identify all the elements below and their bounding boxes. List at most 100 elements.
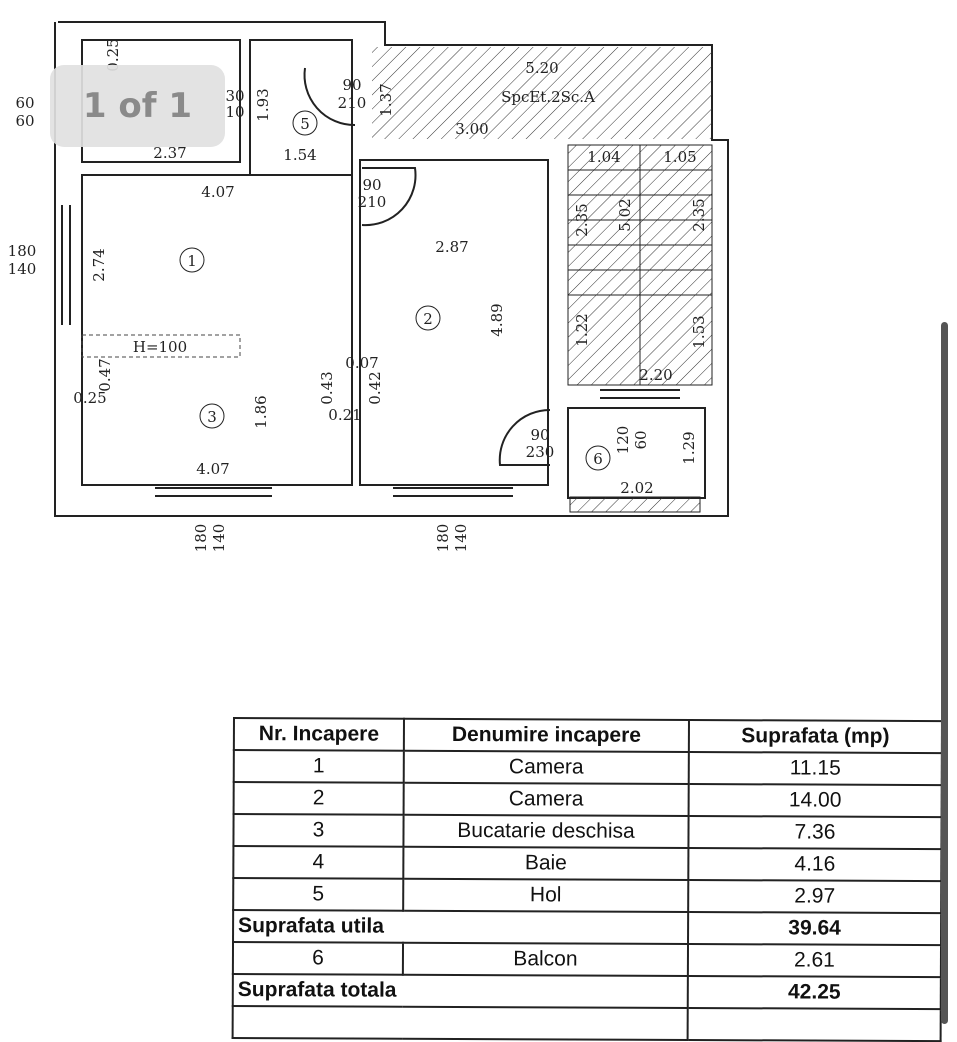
- header-name: Denumire incapere: [403, 718, 689, 752]
- dim: 140: [452, 524, 470, 553]
- dim: 0.25: [104, 38, 122, 71]
- room-1-3-outline: [81, 174, 353, 486]
- dim: 60: [15, 112, 34, 130]
- cell-name: Hol: [403, 878, 689, 912]
- room-number: 2: [423, 310, 433, 328]
- dim: 1.54: [283, 146, 316, 164]
- dim: 2.74: [90, 248, 108, 281]
- table-header: Nr. Incapere Denumire incapere Suprafata…: [233, 718, 942, 754]
- dim: 3.00: [455, 120, 488, 138]
- usable-area-value: 39.64: [688, 911, 942, 946]
- cell-name: Camera: [403, 782, 689, 816]
- dim: 1.53: [690, 315, 708, 348]
- dim: 180: [434, 524, 452, 553]
- dim: 210: [338, 94, 367, 112]
- dim: 2.20: [639, 366, 672, 384]
- cell-area: 7.36: [688, 815, 942, 850]
- room-1-marker: [179, 247, 205, 273]
- dim: 5.02: [616, 198, 634, 231]
- dim: 120: [614, 426, 632, 455]
- cell-area: 4.16: [688, 847, 942, 882]
- room-number: 1: [187, 252, 197, 270]
- dim: 1.93: [254, 88, 272, 121]
- cell-area: 11.15: [688, 751, 942, 786]
- cell-name: Balcon: [402, 942, 689, 976]
- dim: 4.07: [201, 183, 234, 201]
- floor-plan-drawing: 1 2 3 5 6 SpcEt.2Sc.A H=100 30 10 2.37 1…: [8, 21, 729, 553]
- dim: 10: [225, 103, 244, 121]
- total-area-label: Suprafata totala: [232, 974, 688, 1008]
- height-note: H=100: [133, 338, 187, 356]
- dim: 140: [210, 524, 228, 553]
- dim: 4.89: [488, 303, 506, 336]
- cell-name: Bucatarie deschisa: [403, 814, 689, 848]
- cell-area: 14.00: [688, 783, 942, 818]
- dim: 5.20: [525, 59, 558, 77]
- header-area: Suprafata (mp): [688, 719, 942, 754]
- vertical-scrollbar[interactable]: [941, 322, 948, 1024]
- room-number: 6: [593, 450, 603, 468]
- dim: 90: [362, 176, 381, 194]
- dim: 60: [632, 430, 650, 449]
- area-table: Nr. Incapere Denumire incapere Suprafata…: [232, 717, 943, 1042]
- dim: 0.42: [366, 371, 384, 404]
- room-number: 3: [207, 408, 217, 426]
- dim: 1.05: [663, 148, 696, 166]
- dim: 140: [8, 260, 37, 278]
- cell-name: Baie: [403, 846, 689, 880]
- room-2-marker: [415, 305, 441, 331]
- usable-area-label: Suprafata utila: [233, 910, 689, 944]
- dim: 1.22: [573, 313, 591, 346]
- dim: 4.07: [196, 460, 229, 478]
- dim: 180: [192, 524, 210, 553]
- room-3-marker: [199, 403, 225, 429]
- balcony-hatch: [569, 496, 701, 513]
- dim: 2.87: [435, 238, 468, 256]
- room-5-marker: [292, 110, 318, 136]
- cell-nr: 6: [232, 942, 404, 975]
- page-indicator: 1 of 1: [50, 65, 225, 147]
- dim: 1.29: [680, 431, 698, 464]
- cell-nr: 4: [233, 846, 404, 879]
- dim: 1.04: [587, 148, 620, 166]
- dim: 0.43: [318, 371, 336, 404]
- dim: 30: [225, 87, 244, 105]
- header-nr: Nr. Incapere: [233, 718, 404, 751]
- dim: 2.35: [573, 203, 591, 236]
- dim: 0.21: [328, 406, 361, 424]
- stair-landing-hatch: [372, 47, 712, 139]
- cell-area: 2.61: [687, 943, 942, 978]
- dim: 90: [342, 76, 361, 94]
- dim: 230: [526, 443, 555, 461]
- dim: 2.37: [153, 144, 186, 162]
- room-number: 5: [300, 115, 310, 133]
- dim: 60: [15, 94, 34, 112]
- cell-nr: 3: [233, 814, 404, 847]
- dim: 210: [358, 193, 387, 211]
- room-2-outline: [359, 159, 549, 486]
- cell-nr: 2: [233, 782, 404, 815]
- dim: 180: [8, 242, 37, 260]
- dim: 0.07: [345, 354, 378, 372]
- cell-nr: 5: [233, 878, 404, 911]
- dim: 1.37: [377, 83, 395, 116]
- room-6-marker: [585, 445, 611, 471]
- dim: 2.35: [690, 198, 708, 231]
- cell-area: 2.97: [688, 879, 942, 914]
- dim: 0.25: [73, 389, 106, 407]
- dim: 2.02: [620, 479, 653, 497]
- total-area-value: 42.25: [687, 975, 941, 1010]
- cell-nr: 1: [233, 750, 404, 783]
- stair-label: SpcEt.2Sc.A: [501, 88, 595, 106]
- cell-name: Camera: [403, 750, 689, 784]
- dim: 0.47: [96, 358, 114, 391]
- dim: 1.86: [252, 395, 270, 428]
- outer-wall: [54, 21, 729, 517]
